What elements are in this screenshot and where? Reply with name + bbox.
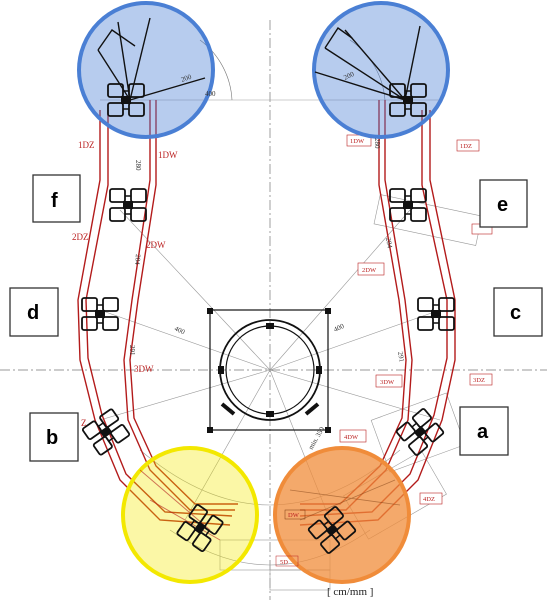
svg-text:3DZ: 3DZ xyxy=(473,377,485,384)
dimension-284-left: 284 xyxy=(133,254,142,266)
highlight-bottom-left xyxy=(121,446,259,584)
svg-text:c: c xyxy=(510,302,521,324)
dimension-400-right: 400 xyxy=(332,322,345,334)
segment-2dz: 2DZ xyxy=(72,232,89,242)
svg-text:4DZ: 4DZ xyxy=(423,496,435,503)
dimension-min: min. 350 xyxy=(307,425,327,451)
svg-text:a: a xyxy=(477,421,489,443)
label-e: e xyxy=(479,179,528,228)
svg-text:b: b xyxy=(46,427,58,449)
svg-text:4DW: 4DW xyxy=(344,434,359,441)
svg-text:1DZ: 1DZ xyxy=(460,143,472,150)
label-b: b xyxy=(29,412,79,462)
segment-2dw: 2DW xyxy=(146,240,166,250)
svg-text:1DW: 1DW xyxy=(350,138,365,145)
label-d: d xyxy=(9,287,59,337)
svg-text:d: d xyxy=(27,302,39,324)
dimension-291-left: 291 xyxy=(128,345,136,356)
center-stage xyxy=(207,308,331,433)
right-tags: 1DW 1DZ 2DW 3DW 3DZ 4DW 4DZ xyxy=(339,134,493,505)
svg-text:2DW: 2DW xyxy=(362,267,377,274)
dimension-284-right: 284 xyxy=(384,237,394,249)
label-f: f xyxy=(32,174,81,223)
segment-1dz: 1DZ xyxy=(78,140,95,150)
svg-text:400: 400 xyxy=(205,90,216,98)
label-c: c xyxy=(493,287,543,337)
svg-text:f: f xyxy=(51,190,58,212)
dimension-400-left: 400 xyxy=(173,325,186,337)
svg-text:DW: DW xyxy=(288,512,300,519)
highlight-bottom-right: DW xyxy=(273,446,411,584)
svg-text:200: 200 xyxy=(342,70,355,82)
dimension-280-right: 280 xyxy=(373,138,381,149)
label-a: a xyxy=(459,406,509,456)
segment-3dw: 3DW xyxy=(134,364,154,374)
svg-text:e: e xyxy=(497,194,508,216)
dimension-280-left: 280 xyxy=(134,160,142,171)
units-label: [ cm/mm ] xyxy=(327,586,373,598)
bottom-tag: 5D xyxy=(280,559,288,566)
svg-text:200: 200 xyxy=(180,73,193,84)
highlight-top-left: 200 400 xyxy=(77,1,216,139)
highlight-top-right: 200 xyxy=(312,1,450,139)
svg-text:3DW: 3DW xyxy=(380,379,395,386)
segment-1dw: 1DW xyxy=(158,150,178,160)
dimension-291-right: 291 xyxy=(396,351,406,363)
segment-z: Z xyxy=(81,418,87,428)
